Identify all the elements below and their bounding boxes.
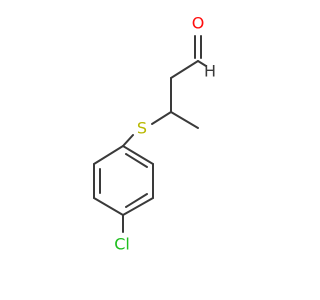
bond-c3-methyl — [170, 111, 199, 129]
bond-c1-c2 — [170, 60, 199, 79]
bond-c3-s — [151, 111, 172, 125]
ring-bond-6 — [93, 145, 124, 165]
sulfur-label: S — [137, 119, 147, 138]
ring-double-bond-1 — [125, 153, 148, 168]
ring-bond-1 — [122, 145, 154, 165]
molecule-structure: O H S Cl — [93, 14, 216, 254]
ring-bond-4 — [93, 197, 124, 216]
bond-s-ring — [122, 134, 134, 147]
chlorine-label: Cl — [114, 235, 130, 254]
ring-double-bond-2 — [125, 193, 148, 208]
hydrogen-label: H — [204, 62, 216, 81]
ring-bond-3 — [122, 197, 154, 216]
bond-c1-h — [197, 60, 207, 67]
oxygen-label: O — [192, 14, 205, 33]
